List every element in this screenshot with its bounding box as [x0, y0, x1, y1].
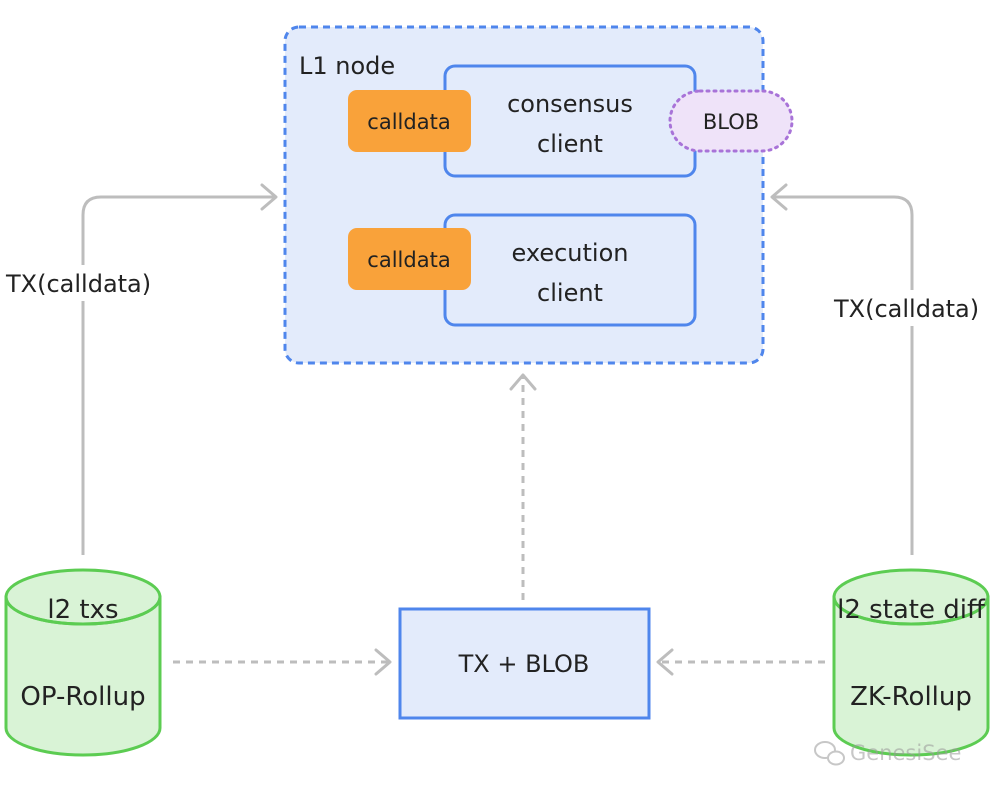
left-edge-label: TX(calldata) — [5, 270, 151, 298]
execution-client-line1: execution — [512, 239, 629, 267]
zk-rollup-top-label: l2 state diff — [837, 595, 986, 625]
tx-blob-label: TX + BLOB — [458, 650, 590, 678]
center-blob-connector — [509, 373, 537, 600]
blob-label: BLOB — [703, 110, 759, 134]
op-rollup-cylinder: l2 txs OP-Rollup — [4, 568, 162, 757]
watermark-text: GenesiSee — [850, 741, 961, 765]
left-arrowhead-icon — [260, 183, 278, 211]
op-rollup-top-label: l2 txs — [47, 595, 118, 625]
wechat-logo-icon — [814, 741, 845, 766]
right-calldata-connector: TX(calldata) — [770, 183, 992, 555]
consensus-client-box: consensus client — [443, 64, 697, 178]
zk-rollup-bottom-label: ZK-Rollup — [850, 682, 972, 712]
l1-node-label: L1 node — [299, 52, 395, 80]
execution-calldata-label: calldata — [367, 248, 450, 272]
right-arrowhead-icon — [770, 183, 788, 211]
zk-to-center-connector — [656, 648, 825, 676]
execution-client-line2: client — [537, 279, 603, 307]
center-arrowhead-icon — [509, 373, 537, 391]
execution-calldata-tag: calldata — [348, 228, 471, 290]
consensus-calldata-label: calldata — [367, 110, 450, 134]
op-to-center-connector — [173, 648, 392, 676]
consensus-client-line2: client — [537, 130, 603, 158]
op-rollup-bottom-label: OP-Rollup — [20, 682, 145, 712]
tx-blob-box: TX + BLOB — [398, 607, 651, 720]
right-edge-label: TX(calldata) — [833, 295, 979, 323]
execution-client-box: execution client — [443, 213, 697, 327]
consensus-calldata-tag: calldata — [348, 90, 471, 152]
zk-arrowhead-icon — [656, 648, 674, 676]
left-calldata-connector: TX(calldata) — [2, 183, 278, 555]
watermark: GenesiSee — [814, 741, 961, 766]
consensus-client-line1: consensus — [507, 90, 633, 118]
op-arrowhead-icon — [374, 648, 392, 676]
zk-rollup-cylinder: l2 state diff ZK-Rollup — [832, 568, 990, 757]
blob-tag: BLOB — [668, 89, 794, 153]
